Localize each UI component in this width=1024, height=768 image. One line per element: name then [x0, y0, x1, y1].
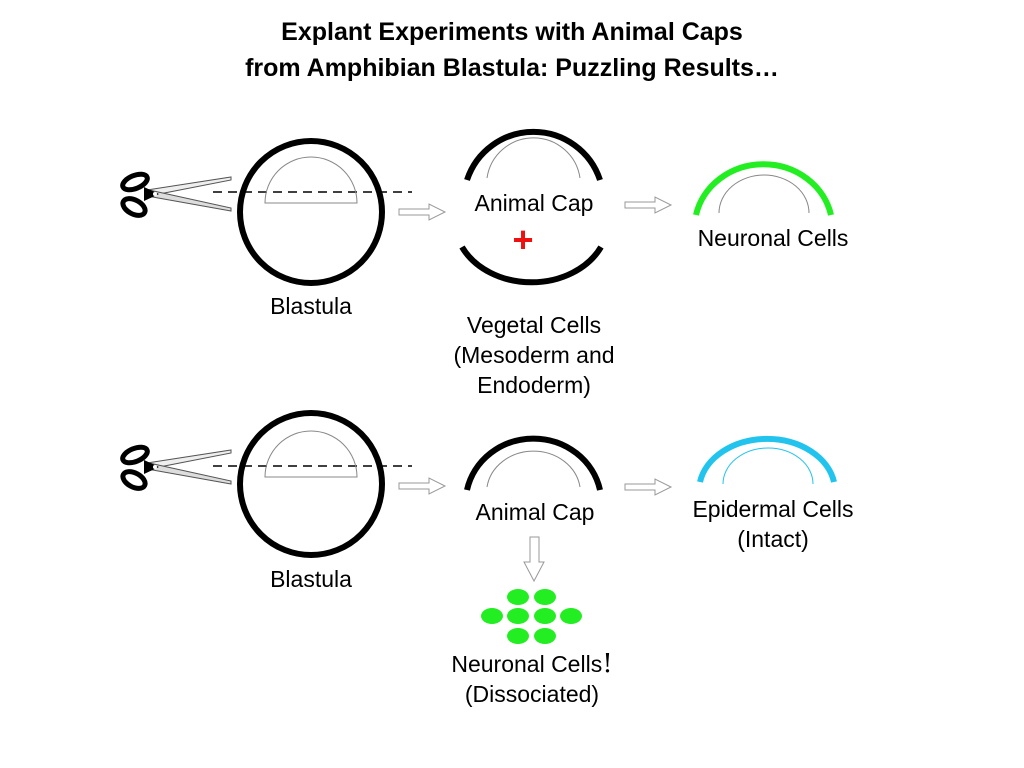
row2-dissociated-label-1: Neuronal Cells! — [451, 649, 612, 679]
row1-neuronal-label: Neuronal Cells — [697, 225, 849, 251]
row1-scissors-icon — [120, 171, 231, 219]
row1-vegetal-label-3: Endoderm) — [477, 372, 591, 398]
row2-blastula — [237, 410, 385, 558]
row1-arrow-right-icon — [398, 203, 446, 221]
row1-blastula — [237, 138, 385, 286]
row1-blastula-label: Blastula — [270, 293, 352, 319]
row2-dissociated-text: Neuronal Cells — [451, 651, 603, 677]
row1-animal-cap-inner — [486, 137, 581, 179]
row2-blastocoel — [264, 430, 358, 478]
row1-vegetal-label-2: (Mesoderm and — [453, 342, 615, 368]
plus-icon: + — [512, 219, 534, 260]
row2-blastula-label: Blastula — [270, 566, 352, 592]
row2-arrow-right-icon-2 — [624, 478, 672, 496]
row1-vegetal-shape — [459, 245, 604, 286]
row2-scissors-icon — [120, 444, 231, 492]
row2-epidermal-label-1: Epidermal Cells — [692, 496, 854, 522]
row2-animal-cap-label: Animal Cap — [475, 499, 595, 525]
row1-animal-cap-label: Animal Cap — [474, 190, 594, 216]
row1-neuronal-arc — [693, 161, 834, 216]
row2-epidermal-arc — [697, 435, 837, 483]
row2-animal-cap-inner — [486, 450, 581, 488]
row1-blastocoel — [264, 156, 358, 204]
row2-animal-cap-shape — [464, 435, 603, 491]
row2-epidermal-label-2: (Intact) — [737, 526, 809, 552]
title-line-1: Explant Experiments with Animal Caps — [281, 18, 743, 46]
row1-arrow-right-icon-2 — [624, 196, 672, 214]
row2-dissociated-cells — [481, 589, 582, 644]
row2-dissociated-label-2: (Dissociated) — [464, 681, 600, 707]
row1-neuronal-inner — [718, 174, 810, 214]
row1-vegetal-label-1: Vegetal Cells — [466, 312, 602, 338]
row2-arrow-down-icon — [523, 536, 545, 583]
row1-animal-cap-shape — [464, 128, 603, 181]
title-line-2: from Amphibian Blastula: Puzzling Result… — [245, 54, 779, 82]
exclamation-mark: ! — [602, 649, 613, 679]
row2-epidermal-inner — [722, 447, 814, 485]
row2-arrow-right-icon — [398, 477, 446, 495]
